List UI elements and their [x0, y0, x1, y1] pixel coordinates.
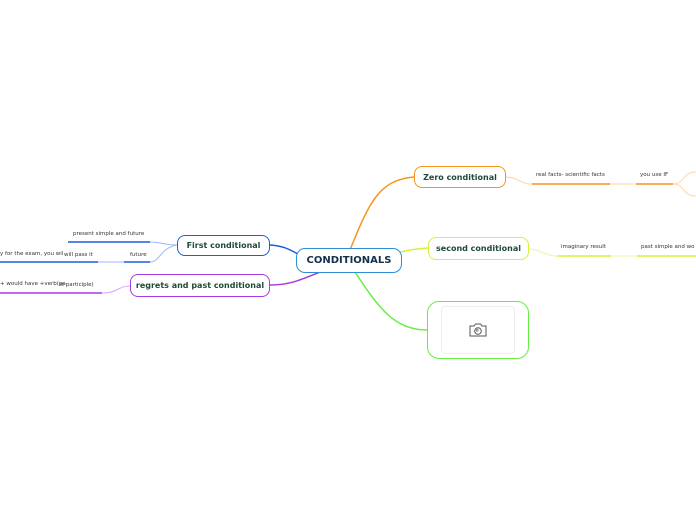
leaf-future[interactable]: future — [130, 252, 147, 258]
camera-icon — [469, 323, 487, 337]
leaf-real-facts[interactable]: real facts- scientific facts — [536, 172, 605, 178]
leaf-you-use-if[interactable]: you use IF — [640, 172, 669, 178]
leaf-past-participle[interactable]: st participle) — [59, 282, 94, 288]
topic-regrets-past-conditional[interactable]: regrets and past conditional — [130, 274, 270, 297]
leaf-would-have-verb[interactable]: + would have +verb(pa — [0, 281, 66, 287]
topic-first-conditional[interactable]: First conditional — [177, 235, 270, 256]
topic-second-conditional[interactable]: second conditional — [428, 237, 529, 260]
topic-zero-conditional[interactable]: Zero conditional — [414, 166, 506, 188]
image-topic[interactable] — [427, 301, 529, 359]
leaf-imaginary-result[interactable]: imaginary result — [561, 244, 606, 250]
leaf-present-simple-and-future[interactable]: present simple and future — [73, 231, 145, 237]
central-topic[interactable]: CONDITIONALS — [296, 248, 402, 273]
connector-image — [354, 271, 429, 331]
image-placeholder — [441, 306, 515, 354]
connector-zero — [349, 176, 415, 251]
leaf-will-pass-it[interactable]: will pass it — [64, 252, 93, 258]
leaf-past-simple-and-would[interactable]: past simple and wo — [641, 244, 695, 250]
connector-regrets — [269, 271, 321, 286]
leaf-study-for-exam[interactable]: y for the exam, you wil — [0, 251, 64, 257]
connector-second — [399, 247, 429, 253]
